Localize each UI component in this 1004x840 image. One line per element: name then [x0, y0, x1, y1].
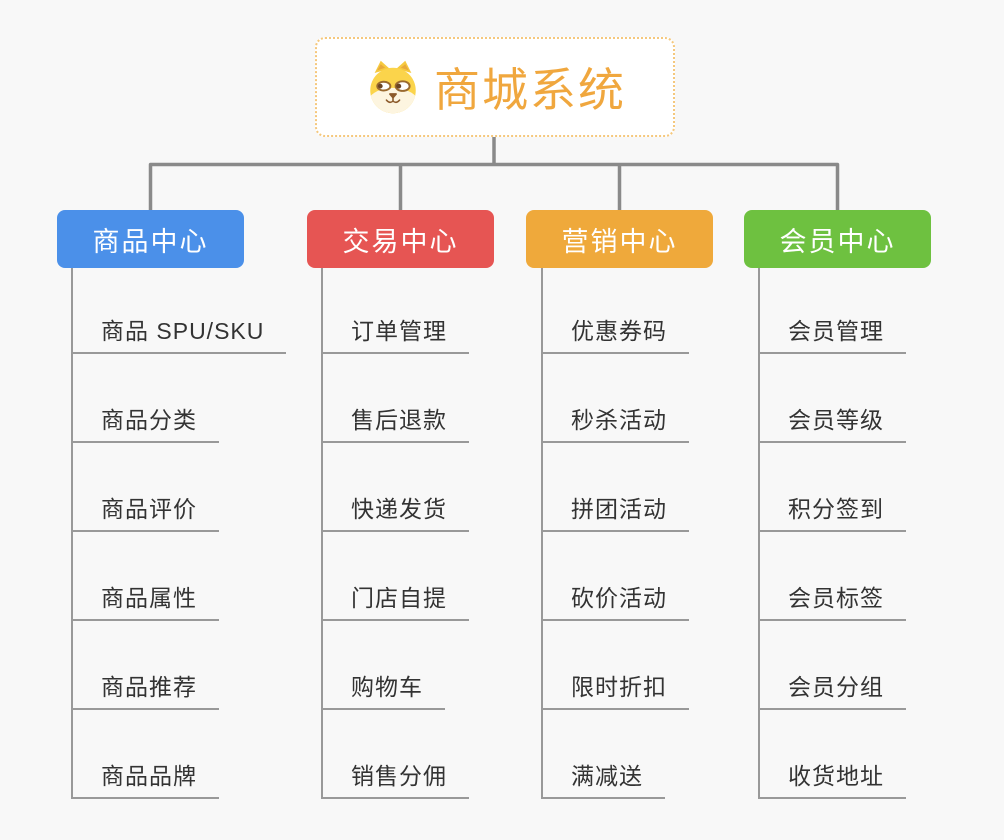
leaf-topic[interactable]: 优惠券码 — [541, 312, 689, 354]
leaf-topic[interactable]: 秒杀活动 — [541, 401, 689, 443]
leaf-topic[interactable]: 商品品牌 — [71, 757, 219, 799]
leaf-topic[interactable]: 拼团活动 — [541, 490, 689, 532]
leaf-topic[interactable]: 会员标签 — [758, 579, 906, 621]
leaf-topic[interactable]: 商品 SPU/SKU — [71, 312, 287, 354]
branch-trunk-line — [758, 268, 760, 799]
leaf-topic[interactable]: 商品分类 — [71, 401, 219, 443]
branch-trunk-line — [321, 268, 323, 799]
leaf-topic[interactable]: 门店自提 — [321, 579, 469, 621]
leaf-topic[interactable]: 会员分组 — [758, 668, 906, 710]
leaf-topic[interactable]: 满减送 — [541, 757, 665, 799]
branch-node-member-center[interactable]: 会员中心 — [744, 210, 931, 268]
branch-node-trade-center[interactable]: 交易中心 — [307, 210, 494, 268]
leaf-topic[interactable]: 会员等级 — [758, 401, 906, 443]
leaf-topic[interactable]: 砍价活动 — [541, 579, 689, 621]
branch-trunk-line — [541, 268, 543, 799]
branch-label: 会员中心 — [779, 226, 896, 257]
branch-node-product-center[interactable]: 商品中心 — [57, 210, 244, 268]
branch-label: 商品中心 — [92, 226, 209, 257]
leaf-topic[interactable]: 购物车 — [321, 668, 445, 710]
leaf-topic[interactable]: 会员管理 — [758, 312, 906, 354]
branch-node-marketing-center[interactable]: 营销中心 — [526, 210, 713, 268]
leaf-topic[interactable]: 限时折扣 — [541, 668, 689, 710]
branch-label: 交易中心 — [342, 226, 459, 257]
leaf-topic[interactable]: 商品属性 — [71, 579, 219, 621]
leaf-topic[interactable]: 商品评价 — [71, 490, 219, 532]
leaf-topic[interactable]: 快递发货 — [321, 490, 469, 532]
root-node[interactable]: 商城系统 — [315, 37, 675, 137]
root-title: 商城系统 — [434, 64, 626, 116]
leaf-topic[interactable]: 商品推荐 — [71, 668, 219, 710]
leaf-topic[interactable]: 积分签到 — [758, 490, 906, 532]
branch-label: 营销中心 — [561, 226, 678, 257]
leaf-topic[interactable]: 售后退款 — [321, 401, 469, 443]
branch-trunk-line — [71, 268, 73, 799]
leaf-topic[interactable]: 收货地址 — [758, 757, 906, 799]
leaf-topic[interactable]: 销售分佣 — [321, 757, 469, 799]
leaf-topic[interactable]: 订单管理 — [321, 312, 469, 354]
doge-face-icon — [370, 60, 416, 114]
